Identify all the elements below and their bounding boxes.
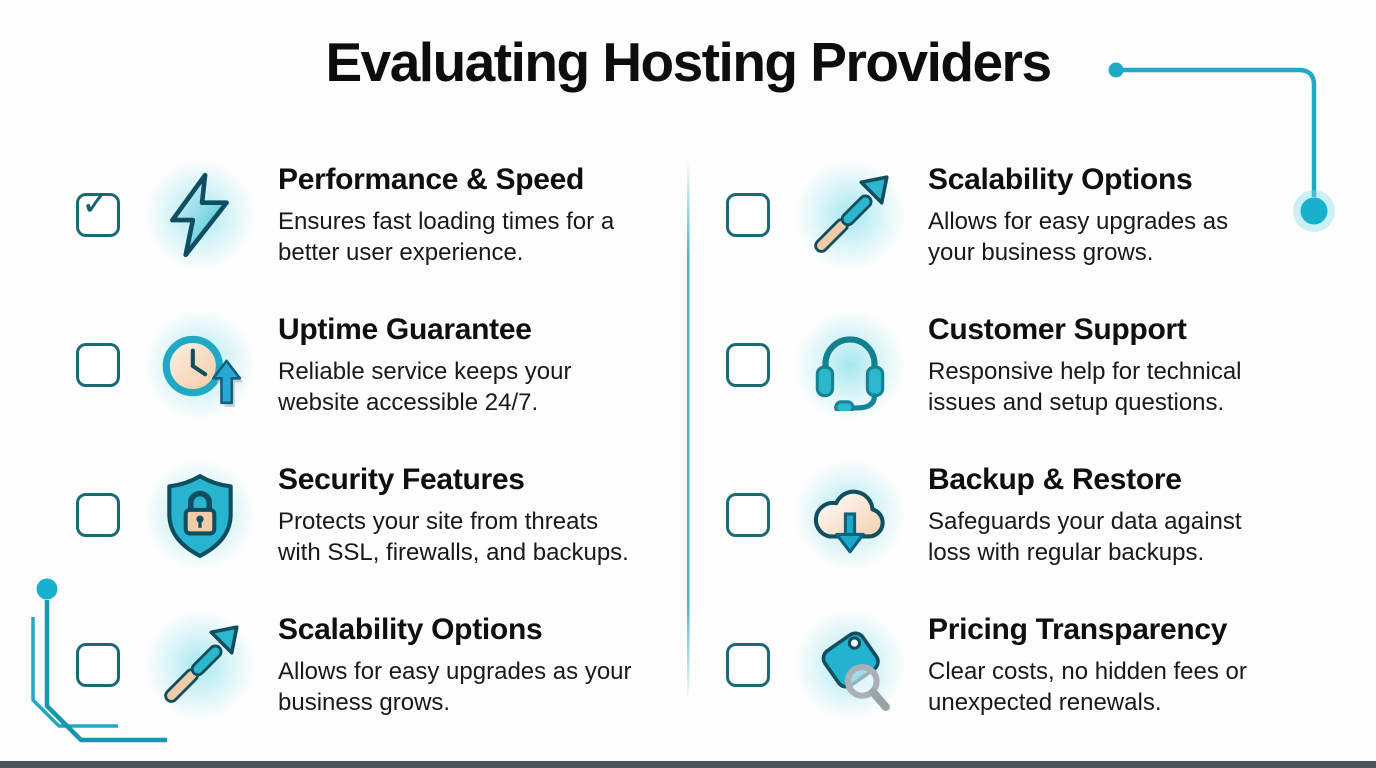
item-description: Ensures fast loading times for a better …: [278, 206, 614, 268]
checklist-item-performance-speed: ✓ Performance & Speed Ensures fast loadi…: [76, 140, 614, 290]
desc-line: Protects your site from threats: [278, 507, 599, 535]
connector-dot-bottom-left: [36, 578, 58, 600]
item-description: Clear costs, no hidden fees or unexpecte…: [928, 656, 1247, 718]
desc-line: Allows for easy upgrades as: [928, 207, 1229, 235]
growth-arrow-icon: [144, 609, 256, 721]
checklist-item-customer-support: Customer Support Responsive help for tec…: [726, 290, 1242, 440]
cloud-download-icon: [794, 459, 906, 571]
item-title: Performance & Speed: [278, 162, 585, 196]
desc-line: your business grows.: [928, 238, 1154, 266]
desc-line: Clear costs, no hidden fees or: [928, 657, 1247, 685]
uptime-clock-icon: [144, 309, 256, 421]
item-description: Protects your site from threats with SSL…: [278, 506, 629, 568]
checklist-item-pricing-transparency: Pricing Transparency Clear costs, no hid…: [726, 590, 1247, 740]
headset-icon: [794, 309, 906, 421]
item-description: Allows for easy upgrades as your busines…: [278, 656, 632, 718]
desc-line: loss with regular backups.: [928, 538, 1205, 566]
item-title: Security Features: [278, 462, 525, 496]
bottom-bar: [0, 761, 1376, 768]
checkmark-icon: ✓: [81, 184, 111, 224]
desc-line: Reliable service keeps your: [278, 357, 572, 385]
item-title: Uptime Guarantee: [278, 312, 532, 346]
page-title: Evaluating Hosting Providers: [325, 31, 1052, 93]
checklist-item-uptime-guarantee: Uptime Guarantee Reliable service keeps …: [76, 290, 571, 440]
checkbox[interactable]: [726, 343, 770, 387]
desc-line: Safeguards your data against: [928, 507, 1242, 535]
desc-line: business grows.: [278, 688, 451, 716]
desc-line: Responsive help for technical: [928, 357, 1242, 385]
item-description: Safeguards your data against loss with r…: [928, 506, 1242, 568]
item-title: Backup & Restore: [928, 462, 1182, 496]
item-title: Scalability Options: [278, 612, 543, 646]
desc-line: website accessible 24/7.: [278, 388, 539, 416]
checkbox[interactable]: [726, 193, 770, 237]
desc-line: Allows for easy upgrades as your: [278, 657, 632, 685]
item-title: Scalability Options: [928, 162, 1193, 196]
growth-arrow-icon: [794, 159, 906, 271]
checkbox[interactable]: ✓: [76, 187, 120, 237]
desc-line: unexpected renewals.: [928, 688, 1162, 716]
item-title: Pricing Transparency: [928, 612, 1228, 646]
column-divider: [687, 160, 690, 700]
shield-lock-icon: [144, 459, 256, 571]
desc-line: issues and setup questions.: [928, 388, 1225, 416]
top-right-connector-line: [1116, 67, 1317, 197]
desc-line: better user experience.: [278, 238, 524, 266]
connector-dot-large: [1300, 197, 1328, 225]
checklist-item-scalability-options-right: Scalability Options Allows for easy upgr…: [726, 140, 1228, 290]
checkbox[interactable]: [76, 493, 120, 537]
connector-dot-small: [1108, 62, 1124, 78]
checklist-item-security-features: Security Features Protects your site fro…: [76, 440, 629, 590]
desc-line: with SSL, firewalls, and backups.: [278, 538, 629, 566]
checkbox[interactable]: [726, 643, 770, 687]
item-description: Reliable service keeps your website acce…: [278, 356, 571, 418]
price-tag-search-icon: [794, 609, 906, 721]
item-description: Allows for easy upgrades as your busines…: [928, 206, 1228, 268]
item-description: Responsive help for technical issues and…: [928, 356, 1242, 418]
lightning-icon: [144, 159, 256, 271]
checkbox[interactable]: [726, 493, 770, 537]
bottom-left-connector-lines: [31, 600, 167, 743]
item-title: Customer Support: [928, 312, 1187, 346]
desc-line: Ensures fast loading times for a: [278, 207, 615, 235]
checkbox[interactable]: [76, 643, 120, 687]
checklist-item-backup-restore: Backup & Restore Safeguards your data ag…: [726, 440, 1242, 590]
checklist-item-scalability-options: Scalability Options Allows for easy upgr…: [76, 590, 632, 740]
checkbox[interactable]: [76, 343, 120, 387]
